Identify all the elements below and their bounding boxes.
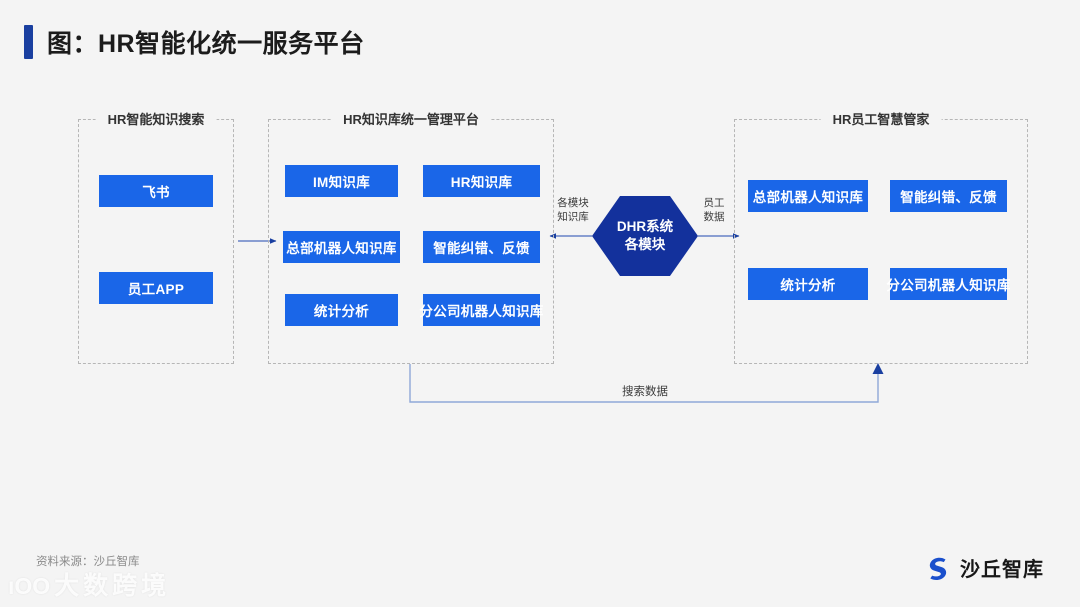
watermark-mark: ıOO xyxy=(8,573,51,599)
source-note: 资料来源：沙丘智库 xyxy=(36,556,140,568)
panel-left-title: HR智能知识搜索 xyxy=(95,109,217,128)
label-employee-data: 员工 数据 xyxy=(697,197,731,224)
brand-name: 沙丘智库 xyxy=(960,559,1044,581)
box-smart-correction-feedback[interactable]: 智能纠错、反馈 xyxy=(423,231,540,263)
label-modules-line-1: 各模块 xyxy=(557,197,589,209)
brand-logo: 沙丘智库 xyxy=(924,553,1044,582)
page-title: 图：HR智能化统一服务平台 xyxy=(24,24,365,60)
label-empdata-line-1: 员工 xyxy=(703,197,725,209)
panel-hr-smart-search: HR智能知识搜索 xyxy=(78,109,234,364)
box-staff-app[interactable]: 员工APP xyxy=(99,272,213,304)
box-hr-knowledge-base[interactable]: HR知识库 xyxy=(423,165,540,197)
box-hq-robot-knowledge-base[interactable]: 总部机器人知识库 xyxy=(283,231,400,263)
dhr-system-hexagon[interactable]: DHR系统 各模块 xyxy=(592,196,698,276)
box-im-knowledge-base[interactable]: IM知识库 xyxy=(285,165,398,197)
title-accent-bar xyxy=(24,25,33,59)
title-label: 图：HR智能化统一服务平台 xyxy=(47,30,365,58)
panel-right-title: HR员工智慧管家 xyxy=(820,109,942,128)
box-branch-robot-knowledge-base[interactable]: 分公司机器人知识库 xyxy=(419,294,543,326)
brand-s-icon xyxy=(929,557,947,580)
box-branch-robot-knowledge-base-right[interactable]: 分公司机器人知识库 xyxy=(886,268,1010,300)
box-hq-robot-knowledge-base-right[interactable]: 总部机器人知识库 xyxy=(748,180,868,212)
label-modules-line-2: 知识库 xyxy=(557,210,589,223)
label-search-data: 搜索数据 xyxy=(622,386,668,398)
panel-hr-employee-assistant: HR员工智慧管家 xyxy=(734,109,1028,364)
label-modules-knowledge-base: 各模块 知识库 xyxy=(551,197,595,224)
box-smart-correction-feedback-right[interactable]: 智能纠错、反馈 xyxy=(890,180,1007,212)
box-statistical-analysis[interactable]: 统计分析 xyxy=(285,294,398,326)
label-empdata-line-2: 数据 xyxy=(703,210,725,223)
panel-hr-kb-platform: HR知识库统一管理平台 xyxy=(268,109,554,364)
box-feishu[interactable]: 飞书 xyxy=(99,175,213,207)
box-statistical-analysis-right[interactable]: 统计分析 xyxy=(748,268,868,300)
panel-middle-title: HR知识库统一管理平台 xyxy=(331,109,491,128)
watermark-text: 大数跨境 xyxy=(54,572,171,600)
